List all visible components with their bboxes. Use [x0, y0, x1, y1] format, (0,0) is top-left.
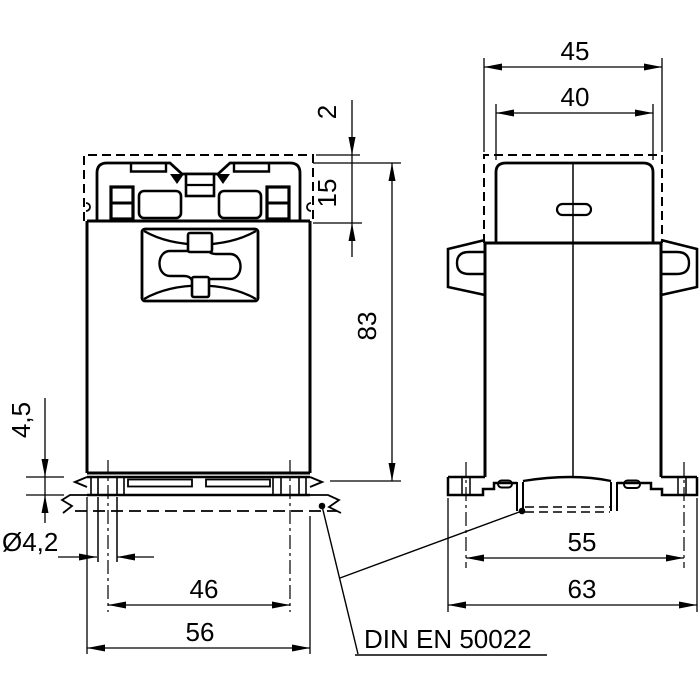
arrow-down [348, 137, 356, 155]
dim-dia-4-2: Ø4,2 [2, 527, 154, 561]
mounting-hole-edge-lines [97, 497, 118, 562]
rail-rib-lines-left [90, 477, 125, 495]
dim-45-label: 45 [561, 36, 590, 66]
front-cover-tab-left [129, 163, 168, 173]
dim-40-label: 40 [561, 82, 590, 112]
arrow-left [108, 601, 126, 609]
dim-63: 63 [447, 498, 698, 612]
side-base-flange [446, 475, 699, 513]
dim-4-5: 4,5 [6, 398, 64, 523]
dim-15: 15 [312, 179, 362, 241]
channel-arch [522, 475, 612, 483]
front-cover-boss-left [85, 202, 91, 212]
arrow-right [79, 553, 97, 561]
side-clip-left [446, 238, 486, 297]
leader-dot-side [518, 507, 526, 515]
arrow-left [87, 644, 105, 652]
flange-profile-right [617, 477, 699, 497]
dim-56: 56 [86, 497, 311, 654]
front-cover-boss-right [306, 202, 312, 212]
arrow-left [484, 63, 502, 71]
dim-dia-4-2-label: Ø4,2 [2, 527, 58, 557]
front-view [60, 154, 342, 612]
rail-rib-lines-right [272, 477, 307, 495]
clamp-tab-top [186, 231, 214, 254]
leader-line-branch [339, 510, 523, 579]
arrow-left [117, 553, 135, 561]
channel-hidden-rail-dashed [525, 506, 610, 513]
side-clip-left-slot [455, 250, 485, 276]
arrow-right [635, 109, 653, 117]
leader-line-main [321, 505, 359, 655]
side-dashed-outline [483, 154, 663, 243]
arrow-down [388, 463, 396, 481]
channel-latch-slot-right [623, 479, 641, 489]
rail-end-left [72, 476, 88, 488]
dim-2-label: 2 [312, 105, 342, 119]
dim-83-label: 83 [352, 312, 382, 341]
leader-dot-front [318, 502, 326, 510]
arrow-up [348, 223, 356, 241]
rail-break-left [60, 494, 87, 514]
rail-end-right [309, 476, 325, 488]
dim-46-label: 46 [190, 574, 219, 604]
flange-profile-left [446, 477, 517, 497]
dim-63-label: 63 [568, 574, 597, 604]
arrow-left [496, 109, 514, 117]
side-view [446, 154, 699, 568]
side-clip-right-slot [661, 250, 691, 276]
dimensions: 2 15 83 4,5 [2, 36, 698, 654]
clamp-outline [140, 227, 260, 303]
din-rail-note: DIN EN 50022 [318, 502, 547, 656]
dim-45: 45 [483, 36, 663, 152]
din-rail-note-label: DIN EN 50022 [364, 624, 532, 654]
channel-wall-left [516, 482, 524, 511]
arrow-left [466, 554, 484, 562]
busbar-clamp [140, 227, 260, 303]
terminal-window-right [217, 189, 263, 220]
side-cap-slot [555, 202, 593, 217]
arrow-right [666, 554, 684, 562]
rail-slot-left [127, 478, 193, 488]
dim-46: 46 [108, 574, 290, 609]
rail-break-right [310, 494, 342, 514]
dim-55-label: 55 [568, 527, 597, 557]
dim-56-label: 56 [186, 617, 215, 647]
din-rail-strip [60, 475, 342, 514]
front-dashed-cover-outline [83, 154, 314, 221]
arrow-left [448, 601, 466, 609]
terminal-window-left [137, 189, 183, 220]
dim-4-5-label: 4,5 [6, 402, 36, 438]
dim-55: 55 [466, 527, 684, 562]
side-clip-right [660, 238, 699, 297]
side-cap-outline [494, 161, 655, 243]
channel-wall-right [610, 482, 618, 511]
arrow-right [644, 63, 662, 71]
dim-15-label: 15 [312, 179, 342, 208]
arrow-right [679, 601, 697, 609]
dim-40: 40 [495, 82, 654, 160]
front-cover-notch-left [170, 174, 184, 184]
front-cover-tab-right [232, 163, 271, 173]
arrow-down [41, 459, 49, 477]
arrow-right [272, 601, 290, 609]
arrow-up [41, 495, 49, 513]
flange-hole-lines [461, 477, 687, 495]
clamp-tab-bottom [190, 275, 211, 299]
front-cover-notch-right [216, 174, 230, 184]
arrow-up [388, 163, 396, 181]
dim-83: 83 [313, 162, 401, 482]
rail-slot-right [205, 478, 271, 488]
channel-latch-slot-left [497, 479, 513, 489]
arrow-right [292, 644, 310, 652]
